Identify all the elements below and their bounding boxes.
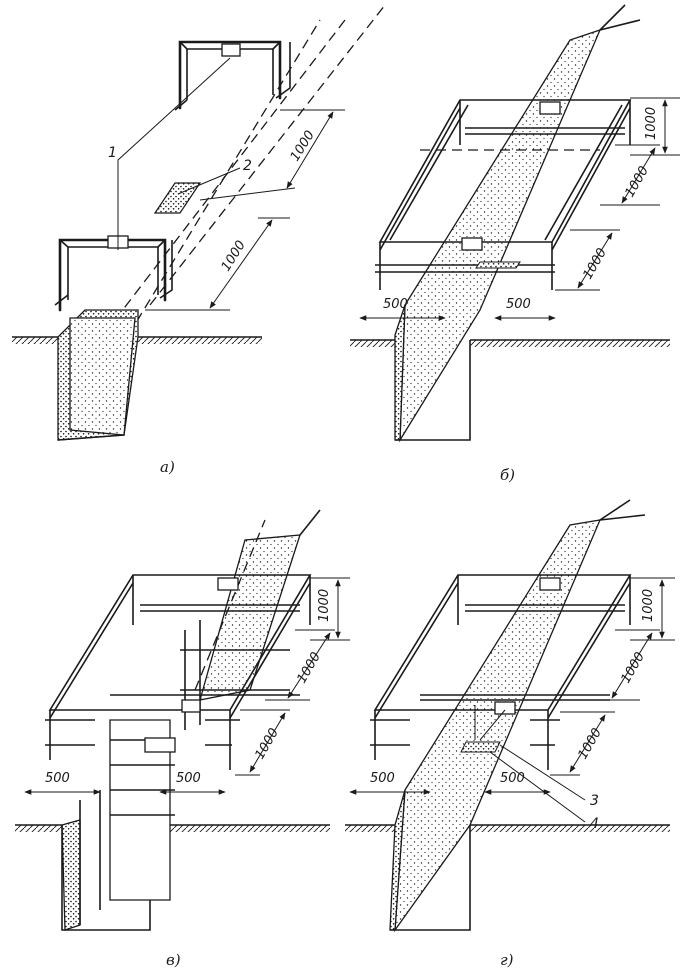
dim-d-2: 1000 bbox=[618, 650, 648, 686]
caption-d: г) bbox=[500, 951, 514, 969]
dim-c-2: 1000 bbox=[294, 650, 324, 686]
panel-b-trench bbox=[394, 4, 641, 443]
panel-b: 1000 1000 1000 500 500 б) bbox=[350, 4, 680, 484]
panel-b-frame bbox=[375, 99, 632, 290]
panel-c-trench bbox=[61, 719, 175, 931]
dim-b-1: 1000 bbox=[644, 107, 659, 140]
dim-c-1: 1000 bbox=[317, 589, 332, 622]
dim-b-5: 500 bbox=[506, 297, 531, 312]
caption-c: в) bbox=[166, 951, 181, 969]
panel-c: 1000 1000 1000 500 500 в) bbox=[15, 509, 350, 969]
panel-b-ground bbox=[350, 339, 670, 347]
panel-d-ground bbox=[345, 824, 670, 832]
label-4: 4 bbox=[590, 816, 599, 832]
panel-a-ground bbox=[12, 336, 262, 344]
label-2: 2 bbox=[243, 158, 252, 174]
dim-d-3: 1000 bbox=[575, 726, 605, 762]
dim-c-3: 1000 bbox=[252, 726, 282, 762]
panel-a-mark bbox=[153, 182, 202, 214]
dim-d-5: 500 bbox=[500, 771, 525, 786]
dim-d-1: 1000 bbox=[641, 589, 656, 622]
panel-c-frame bbox=[45, 574, 312, 770]
panel-a-trench bbox=[57, 309, 139, 441]
dim-b-3: 1000 bbox=[580, 246, 610, 282]
label-1: 1 bbox=[108, 145, 117, 161]
panel-c-ground bbox=[15, 824, 330, 832]
panel-a: 1 2 1000 1000 а) bbox=[12, 4, 386, 476]
panel-a-leaders: 1 2 bbox=[108, 57, 252, 250]
caption-b: б) bbox=[500, 466, 515, 484]
dim-a-2: 1000 bbox=[219, 238, 249, 274]
dim-d-4: 500 bbox=[370, 771, 395, 786]
dim-b-2: 1000 bbox=[622, 164, 652, 200]
panel-d: 3 4 1000 1000 1000 500 500 г) bbox=[345, 499, 675, 969]
dim-b-4: 500 bbox=[383, 297, 408, 312]
dim-a-1: 1000 bbox=[288, 128, 318, 164]
panel-d-leaders: 3 4 bbox=[489, 744, 599, 832]
panel-c-dimensions: 1000 1000 1000 500 500 bbox=[24, 577, 350, 795]
label-3: 3 bbox=[590, 793, 599, 809]
panel-c-sand bbox=[194, 509, 321, 701]
dim-c-4: 500 bbox=[45, 771, 70, 786]
panel-a-far-frame bbox=[174, 40, 291, 111]
panel-d-trench bbox=[389, 499, 646, 933]
caption-a: а) bbox=[160, 458, 175, 476]
panel-d-frame bbox=[370, 574, 632, 770]
dim-c-5: 500 bbox=[176, 771, 201, 786]
